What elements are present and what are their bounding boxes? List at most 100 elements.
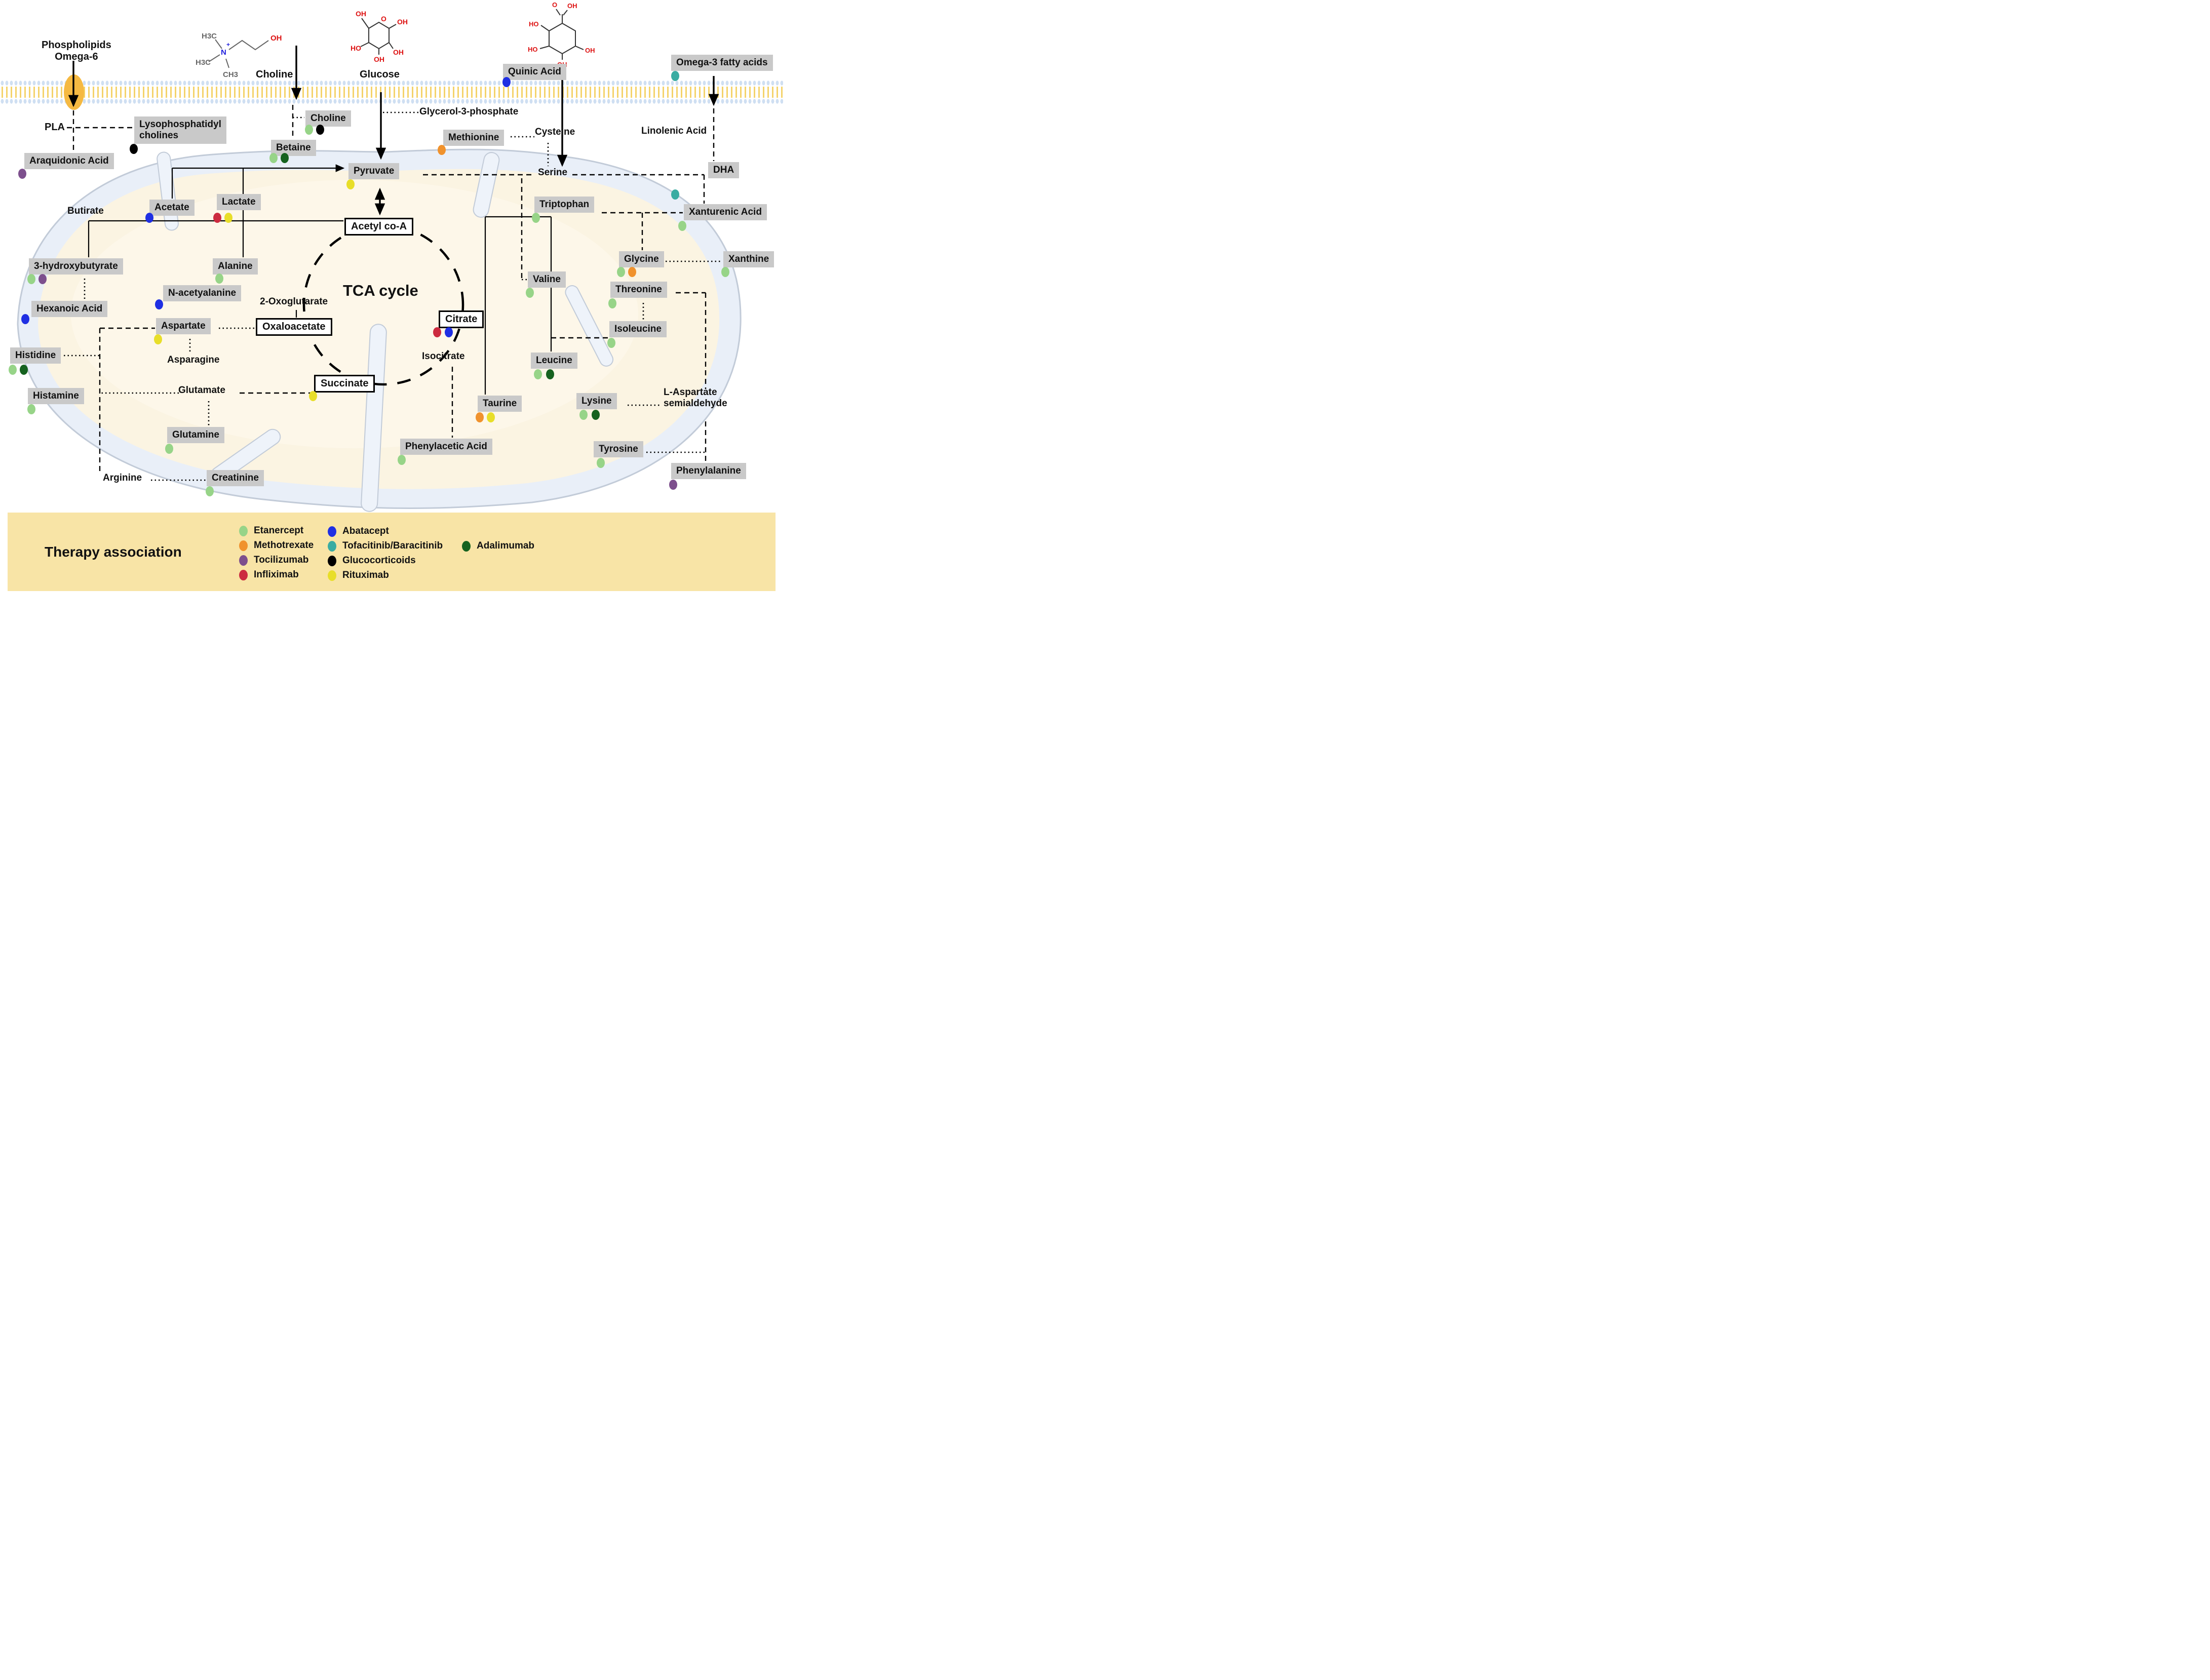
node-choline: Choline	[305, 110, 351, 127]
legend-item-abatacept: Abatacept	[328, 526, 389, 537]
node-oxaloacetate: Oxaloacetate	[256, 318, 332, 336]
node-omega3-fatty-acids: Omega-3 fatty acids	[671, 55, 773, 71]
legend-label-tocilizumab: Tocilizumab	[254, 555, 309, 565]
therapy-dot-etanercept	[532, 213, 540, 223]
atom-label: HO	[351, 44, 361, 52]
legend-item-etanercept: Etanercept	[239, 525, 303, 536]
therapy-dot-rituximab	[154, 334, 162, 344]
legend-label-etanercept: Etanercept	[254, 525, 304, 536]
therapy-dot-etanercept	[27, 404, 35, 414]
node-glycine: Glycine	[619, 251, 664, 267]
node-serine: Serine	[538, 167, 568, 178]
node-glycerol-3-phosphate: Glycerol-3-phosphate	[419, 106, 519, 117]
therapy-legend: Therapy association	[8, 513, 776, 591]
node-alanine: Alanine	[213, 258, 258, 275]
node-citrate: Citrate	[439, 310, 484, 328]
therapy-dot-etanercept	[305, 125, 313, 135]
therapy-dot-tocilizumab	[18, 169, 26, 179]
therapy-dot-rituximab	[224, 213, 232, 223]
legend-label-infliximab: Infliximab	[254, 569, 299, 580]
legend-dot-glucocorticoids	[328, 555, 336, 566]
atom-label: O	[552, 1, 557, 9]
node-butirate: Butirate	[67, 206, 104, 216]
node-taurine: Taurine	[478, 396, 522, 412]
therapy-dot-tofacitinib	[671, 189, 679, 200]
node-creatinine: Creatinine	[207, 470, 264, 486]
node-lysine: Lysine	[576, 393, 617, 409]
therapy-dot-tocilizumab	[38, 274, 47, 284]
choline-structure: H3C H3C CH3 N + OH	[196, 32, 282, 79]
therapy-dot-adalimumab	[546, 369, 554, 379]
therapy-dot-glucocorticoids	[316, 125, 324, 135]
atom-label: O	[381, 15, 386, 23]
atom-label: HO	[529, 20, 539, 28]
legend-label-tofacitinib: Tofacitinib/Baracitinib	[342, 540, 443, 551]
therapy-dot-abatacept	[21, 314, 29, 324]
node-quinic-acid: Quinic Acid	[503, 64, 566, 80]
node-2-oxoglutarate: 2-Oxoglutarate	[260, 296, 328, 307]
therapy-dot-etanercept	[215, 274, 223, 284]
node-tca-cycle: TCA cycle	[343, 282, 418, 299]
node-leucine: Leucine	[531, 353, 577, 369]
therapy-dot-abatacept	[155, 299, 163, 309]
atom-label: H3C	[196, 58, 211, 67]
therapy-dot-etanercept	[721, 267, 729, 277]
node-lysophosphatidyl-cholines: Lysophosphatidyl cholines	[134, 116, 226, 144]
glucose-structure: OH O OH HO OH OH	[351, 10, 408, 63]
atom-label: OH	[356, 10, 366, 18]
node-acetyl-co-a: Acetyl co-A	[344, 218, 414, 236]
therapy-dot-etanercept	[678, 221, 686, 231]
atom-label: H3C	[202, 32, 217, 41]
node-threonine: Threonine	[610, 282, 667, 298]
legend-item-rituximab: Rituximab	[328, 570, 389, 581]
therapy-dot-etanercept	[269, 153, 278, 163]
therapy-dot-adalimumab	[281, 153, 289, 163]
legend-item-methotrexate: Methotrexate	[239, 540, 314, 551]
legend-dot-infliximab	[239, 569, 248, 580]
node-l-aspartate-semialdehyde: L-Aspartate semialdehyde	[664, 387, 727, 409]
therapy-dot-rituximab	[309, 391, 317, 401]
figure-canvas: H3C H3C CH3 N + OH OH O OH HO OH OH	[0, 0, 783, 596]
node-acetate: Acetate	[149, 200, 195, 216]
therapy-dot-glucocorticoids	[130, 144, 138, 154]
node-xanthine: Xanthine	[723, 251, 774, 267]
legend-label-adalimumab: Adalimumab	[477, 540, 535, 551]
legend-item-adalimumab: Adalimumab	[462, 540, 534, 552]
legend-label-methotrexate: Methotrexate	[254, 540, 314, 551]
cell-invaginations	[157, 151, 614, 512]
legend-dot-adalimumab	[462, 540, 471, 552]
therapy-dot-adalimumab	[592, 410, 600, 420]
legend-dot-tofacitinib	[328, 540, 336, 552]
legend-dot-rituximab	[328, 570, 336, 581]
therapy-dot-etanercept	[398, 455, 406, 465]
therapy-dot-tofacitinib	[671, 71, 679, 81]
therapy-dot-etanercept	[526, 288, 534, 298]
atom-label: OH	[567, 2, 577, 10]
node-betaine: Betaine	[271, 140, 316, 156]
atom-label: OH	[585, 47, 595, 54]
membrane-lipid-tails	[0, 87, 783, 98]
node-glucose: Glucose	[360, 69, 400, 80]
node-tyrosine: Tyrosine	[594, 441, 643, 457]
therapy-dot-abatacept	[502, 77, 511, 87]
atom-label: OH	[397, 18, 408, 26]
atom-label: OH	[374, 55, 384, 63]
node-phenylalanine: Phenylalanine	[671, 463, 746, 479]
node-asparagine: Asparagine	[167, 355, 220, 365]
node-hexanoic-acid: Hexanoic Acid	[31, 301, 108, 317]
node-pyruvate: Pyruvate	[348, 163, 400, 179]
therapy-dot-etanercept	[534, 369, 542, 379]
node-arginine: Arginine	[103, 473, 142, 483]
node-triptophan: Triptophan	[534, 197, 595, 213]
legend-dot-abatacept	[328, 526, 336, 537]
atom-label-oh: OH	[270, 34, 282, 43]
legend-item-tocilizumab: Tocilizumab	[239, 555, 308, 566]
therapy-dot-etanercept	[608, 298, 616, 308]
therapy-dot-abatacept	[445, 327, 453, 337]
therapy-dot-rituximab	[487, 412, 495, 422]
node-methionine: Methionine	[443, 130, 505, 146]
legend-label-glucocorticoids: Glucocorticoids	[342, 555, 416, 566]
therapy-dot-etanercept	[9, 365, 17, 375]
legend-label-abatacept: Abatacept	[342, 526, 389, 536]
connection-lines-layer	[64, 46, 722, 481]
